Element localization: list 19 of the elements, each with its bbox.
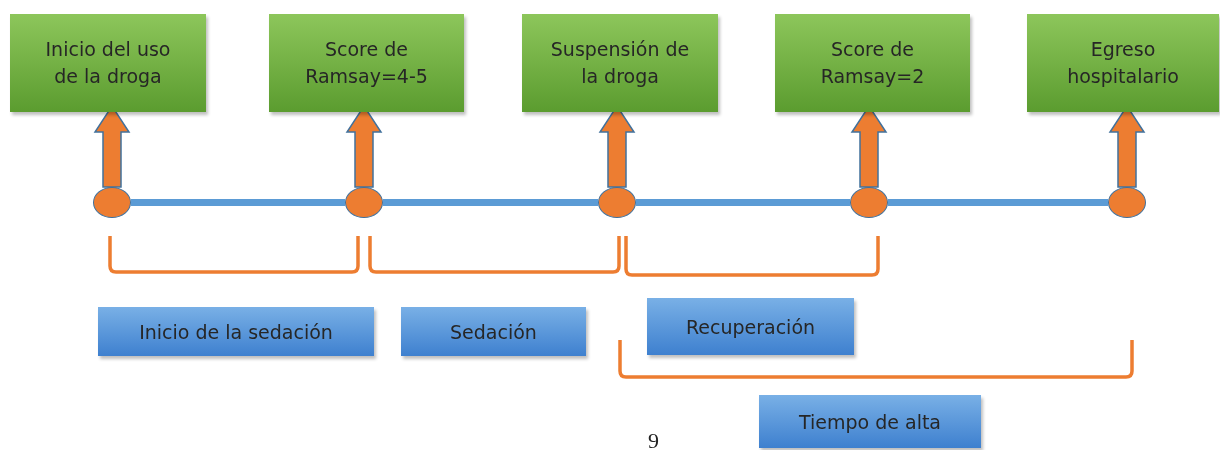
timeline-line	[383, 199, 598, 206]
phase-box: Sedación	[401, 307, 586, 356]
phase-box: Inicio de la sedación	[98, 307, 374, 356]
timeline-point	[345, 187, 383, 218]
timeline-point	[1108, 187, 1146, 218]
event-box: Score de Ramsay=4-5	[269, 14, 464, 112]
event-box: Egreso hospitalario	[1027, 14, 1219, 112]
timeline-point	[850, 187, 888, 218]
phase-box: Recuperación	[647, 298, 854, 355]
event-box: Score de Ramsay=2	[775, 14, 970, 112]
phase-box: Tiempo de alta	[759, 395, 981, 448]
timeline-line	[636, 199, 850, 206]
event-box: Inicio del uso de la droga	[10, 14, 206, 112]
timeline-line	[131, 199, 345, 206]
timeline-point	[598, 187, 636, 218]
timeline-line	[888, 199, 1108, 206]
page-number: 9	[648, 428, 659, 450]
event-box: Suspensión de la droga	[522, 14, 718, 112]
timeline-point	[93, 187, 131, 218]
